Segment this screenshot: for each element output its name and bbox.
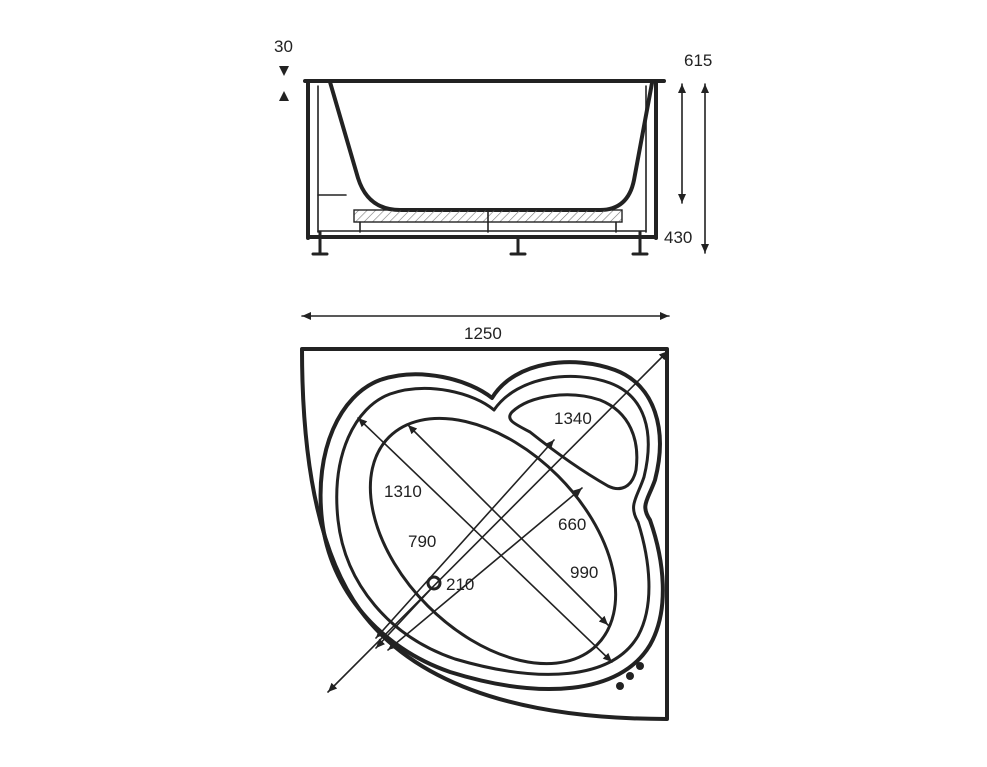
rim-thickness-label: 30	[274, 37, 293, 56]
drain-label: 210	[446, 575, 474, 594]
top-view: 1340 1310 990 790 660 210	[300, 347, 669, 721]
bowl-length-label: 1310	[384, 482, 422, 501]
top-inner-bowl	[368, 416, 618, 666]
rim-thickness-dimension	[279, 66, 289, 101]
side-feet	[311, 230, 649, 256]
bowl-diagonal-label: 990	[570, 563, 598, 582]
bowl-width-inner-label: 660	[558, 515, 586, 534]
bowl-width-outer-label: 790	[408, 532, 436, 551]
top-shell-outline-outer	[318, 360, 665, 691]
width-label: 1250	[464, 324, 502, 343]
bowl-width-inner-dimension	[387, 487, 583, 651]
drain-dimension	[375, 589, 431, 649]
diagonal-outer-label: 1340	[554, 409, 592, 428]
side-shell-profile	[328, 80, 654, 212]
side-view: 30 430 615	[274, 37, 712, 256]
inner-height-label: 430	[664, 228, 692, 247]
total-height-label: 615	[684, 51, 712, 70]
bowl-width-outer-dimension	[375, 439, 555, 639]
diagonal-outer-dimension	[327, 350, 669, 693]
